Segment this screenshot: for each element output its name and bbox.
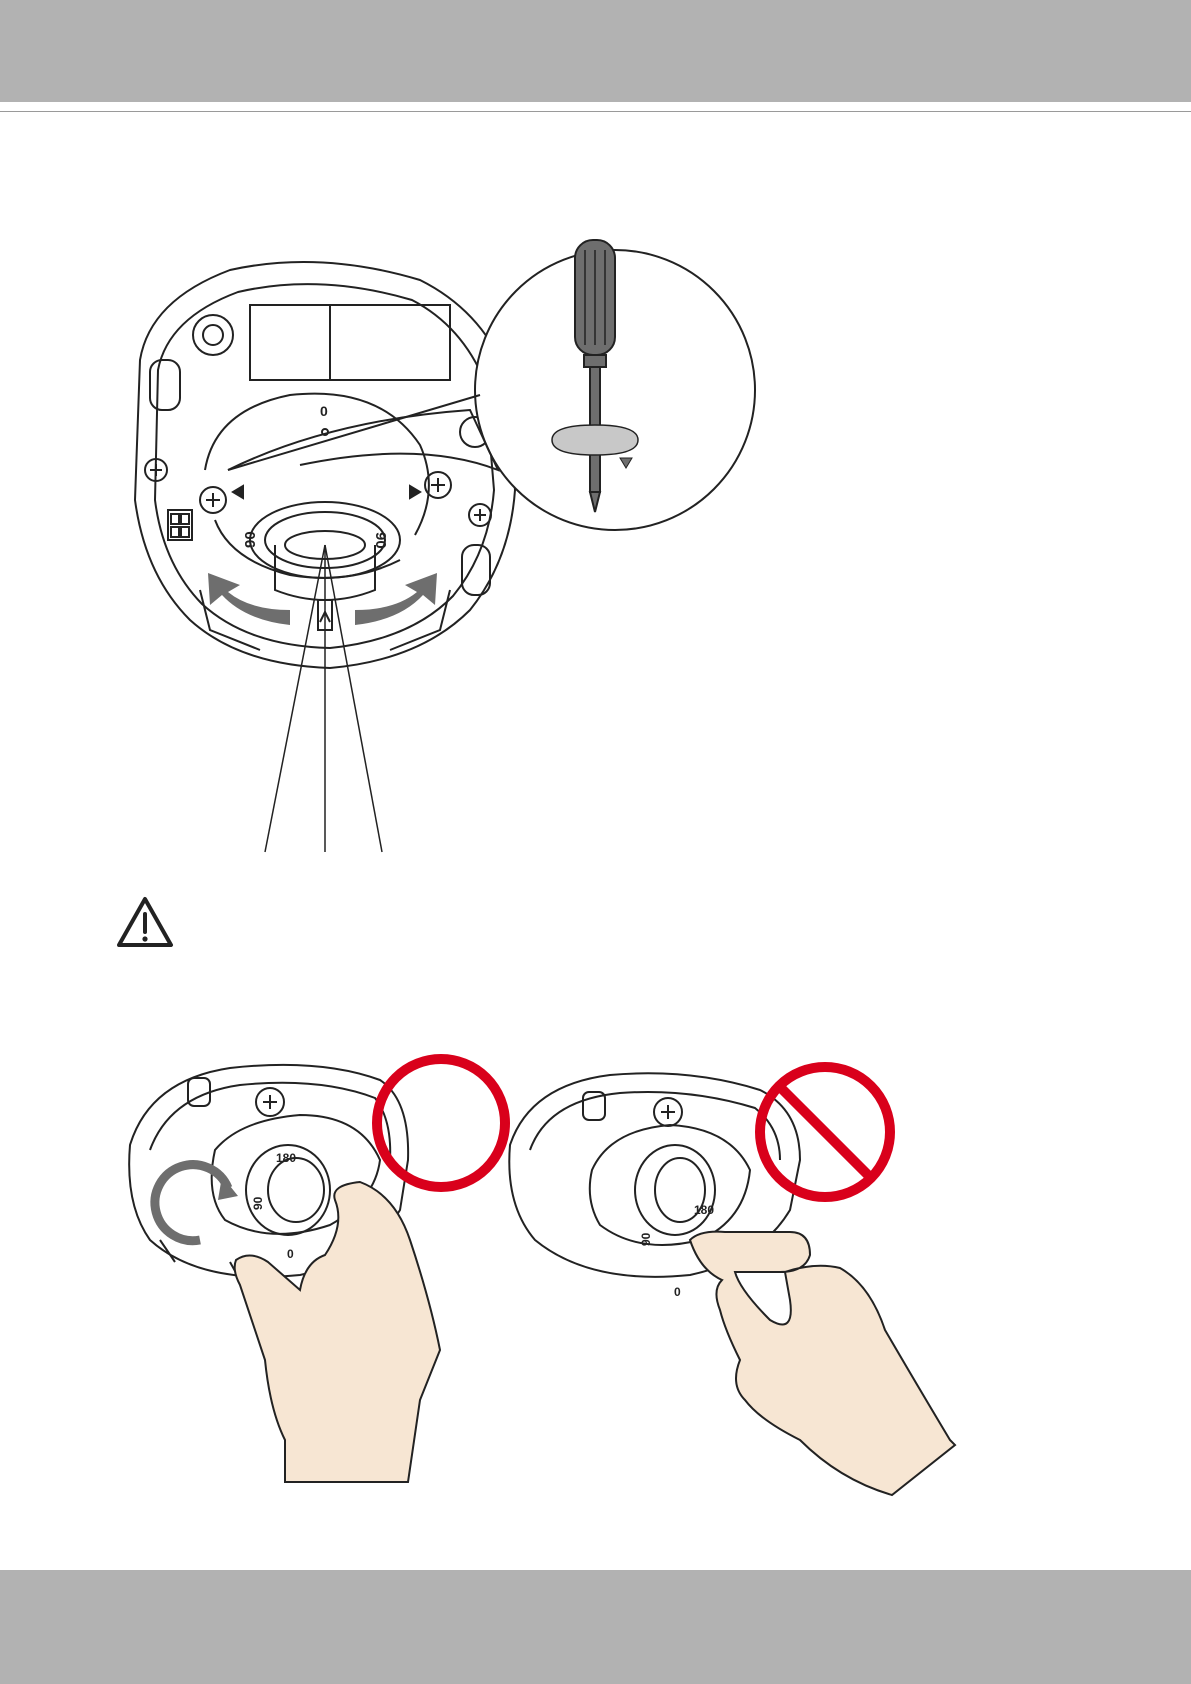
hand-right	[690, 1232, 955, 1495]
dial-label-180-right: 180	[694, 1203, 714, 1217]
warning-triangle-icon	[116, 896, 174, 948]
leader-lines	[265, 545, 382, 852]
rotate-right-arrow-icon	[355, 573, 437, 625]
ok-circle-icon	[377, 1059, 505, 1187]
correct-rotation-figure: 180 90 0	[129, 1059, 505, 1482]
dial-label-180-left: 180	[276, 1151, 296, 1165]
dial-label-zero: 0	[320, 403, 328, 419]
rotate-ccw-icon	[155, 1165, 228, 1241]
dial-label-0-left: 0	[287, 1247, 294, 1261]
footer-band	[0, 1570, 1191, 1684]
dial-label-left: 90	[242, 531, 259, 548]
prohibited-icon	[760, 1067, 890, 1197]
dial-label-90-right: 90	[639, 1232, 653, 1246]
incorrect-rotation-figure: 180 90 0	[509, 1067, 955, 1495]
magnifier-callout	[228, 250, 755, 530]
dial-label-90-left: 90	[251, 1196, 265, 1210]
dial-label-0-right: 0	[674, 1285, 681, 1299]
dial-label-right: 90	[372, 532, 389, 549]
